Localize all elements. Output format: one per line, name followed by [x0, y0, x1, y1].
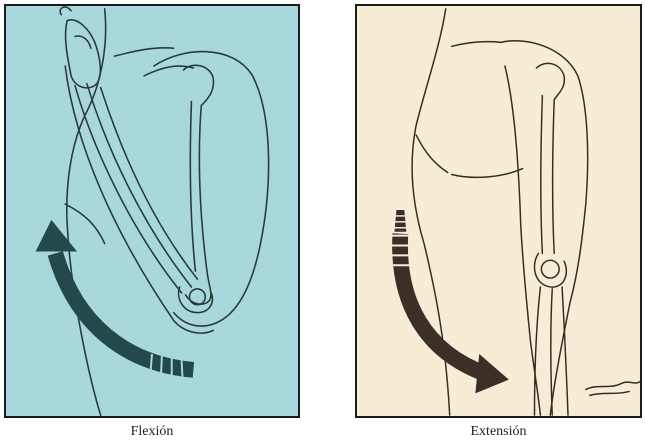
extension-panel	[355, 4, 642, 418]
curved-arrow-down	[389, 210, 509, 393]
extended-arm-illustration	[357, 6, 640, 416]
flexion-caption: Flexión	[4, 424, 300, 440]
flexion-panel	[4, 4, 300, 418]
curved-arrow-up	[36, 220, 194, 380]
flexed-arm-illustration	[6, 6, 298, 416]
extension-caption: Extensión	[355, 424, 642, 440]
